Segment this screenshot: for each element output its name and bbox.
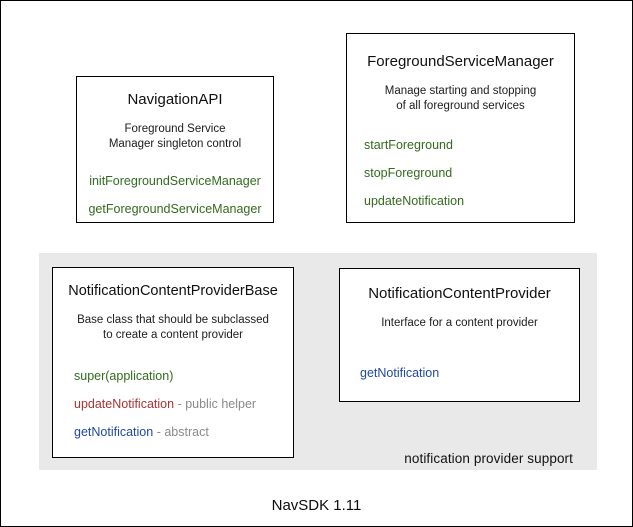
method-line: updateNotification [364, 187, 574, 215]
description-line: Interface for a content provider [381, 317, 538, 329]
class-box-navigation-api: NavigationAPI Foreground Service Manager… [76, 76, 274, 223]
method-name: super(application) [74, 369, 174, 383]
method-annotation: - public helper [177, 397, 257, 411]
method-name: getNotification [74, 425, 154, 439]
description-line: Base class that should be subclassed [77, 314, 269, 326]
method-name: stopForeground [364, 166, 453, 180]
method-list: initForegroundServiceManager getForegrou… [77, 167, 273, 223]
method-name: getNotification [360, 366, 440, 380]
group-label: notification provider support [404, 451, 573, 466]
class-description: Foreground Service Manager singleton con… [77, 122, 273, 152]
class-box-notification-content-provider: NotificationContentProvider Interface fo… [339, 268, 580, 402]
class-title: ForegroundServiceManager [367, 53, 554, 70]
class-box-notification-content-provider-base: NotificationContentProviderBase Base cla… [52, 267, 294, 458]
description-line: of all foreground services [396, 100, 525, 112]
method-line: getForegroundServiceManager [77, 195, 273, 223]
method-line: startForeground [364, 131, 574, 159]
method-line: getNotification - abstract [74, 418, 293, 446]
method-name: startForeground [364, 138, 453, 152]
method-annotation: - abstract [156, 425, 209, 439]
class-description: Manage starting and stopping of all fore… [347, 84, 574, 114]
method-line: super(application) [74, 362, 293, 390]
description-line: Manage starting and stopping [384, 85, 537, 97]
description-line: to create a content provider [103, 329, 243, 341]
method-line: getNotification [360, 359, 579, 387]
method-line: stopForeground [364, 159, 574, 187]
method-name: updateNotification [74, 397, 175, 411]
class-description: Interface for a content provider [340, 316, 579, 331]
method-name: initForegroundServiceManager [89, 174, 261, 188]
method-line: updateNotification - public helper [74, 390, 293, 418]
class-title: NavigationAPI [127, 91, 223, 108]
method-name: getForegroundServiceManager [88, 202, 262, 216]
method-name: updateNotification [364, 194, 465, 208]
class-title: NotificationContentProvider [368, 285, 551, 302]
class-title: NotificationContentProviderBase [68, 283, 278, 299]
description-line: Foreground Service [124, 123, 226, 135]
method-list: startForeground stopForeground updateNot… [364, 131, 574, 215]
diagram-caption: NavSDK 1.11 [271, 497, 362, 514]
method-list: getNotification [360, 359, 579, 387]
method-line: initForegroundServiceManager [77, 167, 273, 195]
description-line: Manager singleton control [108, 138, 242, 150]
method-list: super(application) updateNotification - … [74, 362, 293, 446]
class-description: Base class that should be subclassed to … [53, 313, 293, 343]
class-box-foreground-service-manager: ForegroundServiceManager Manage starting… [346, 33, 575, 223]
